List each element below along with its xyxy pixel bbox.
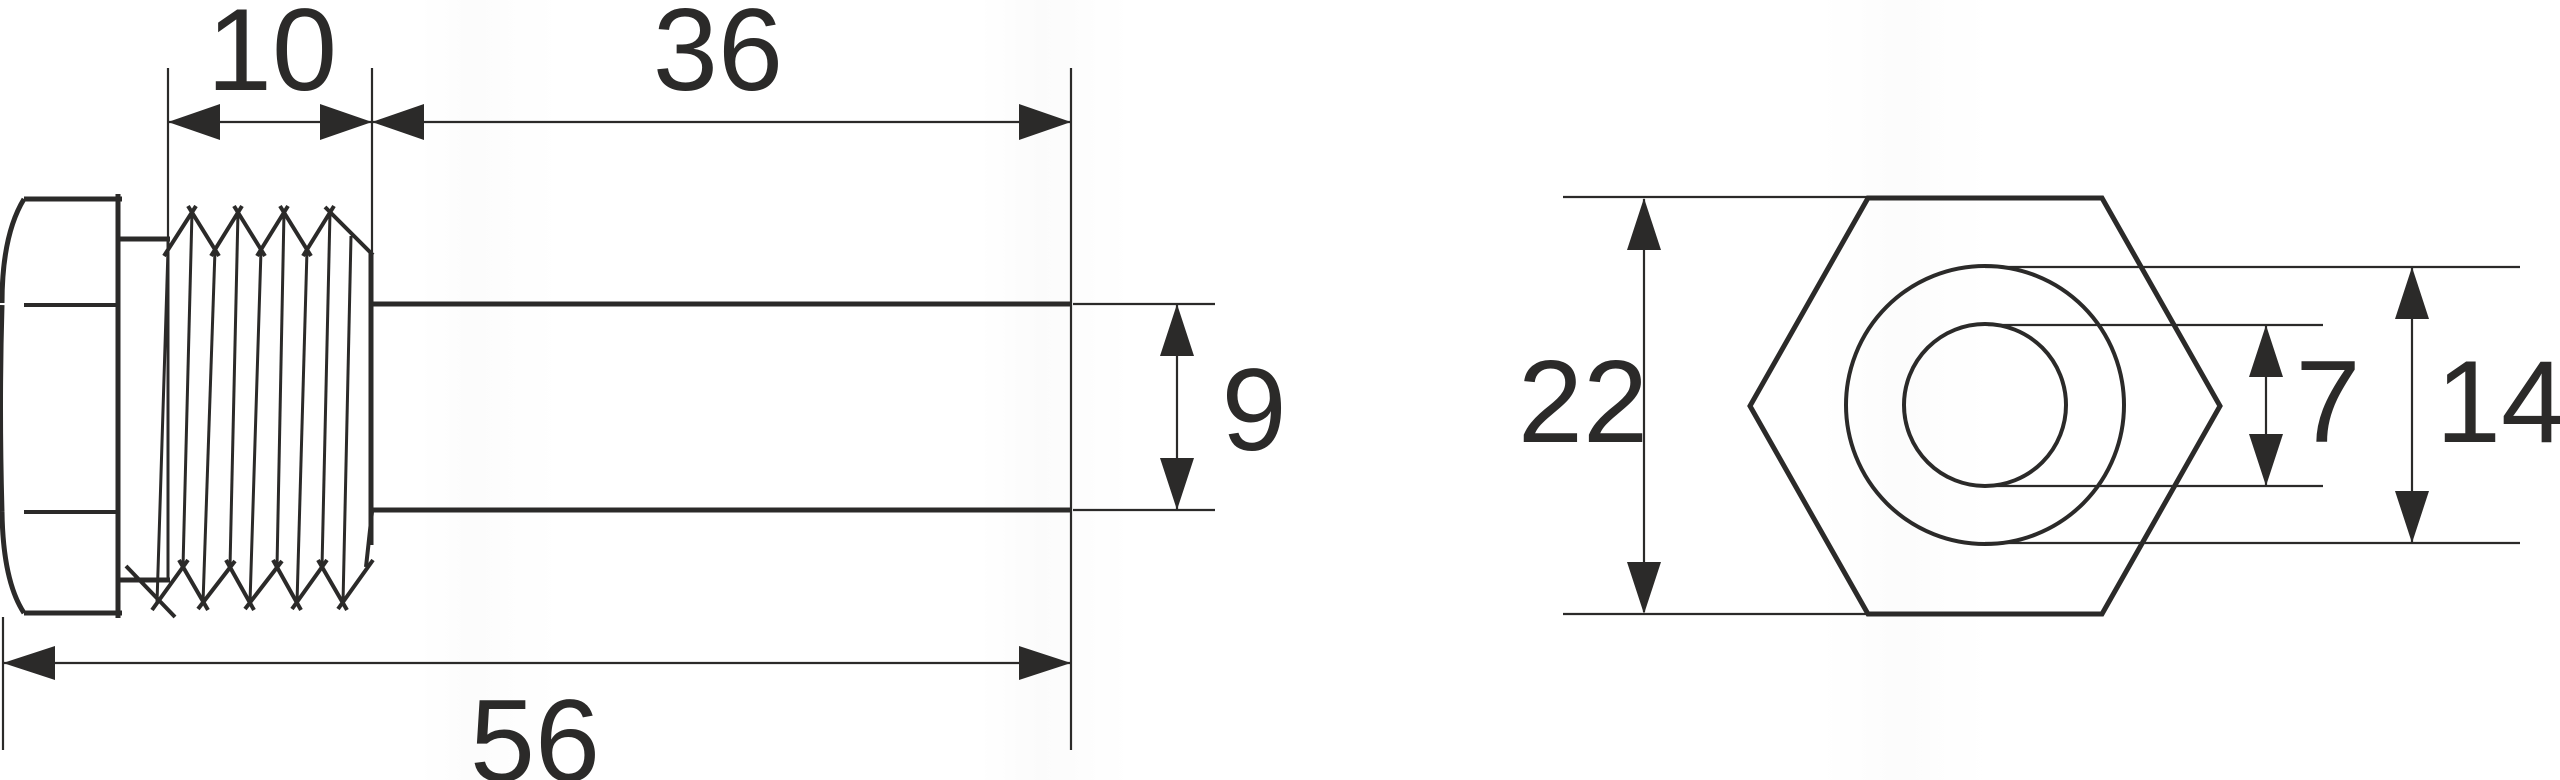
arrowhead-down xyxy=(2249,434,2283,486)
dimension-collar-diameter: 14 xyxy=(1985,265,2560,545)
dim-label-overall-length: 56 xyxy=(470,675,600,780)
thread-helix-line xyxy=(228,211,240,568)
shank xyxy=(371,301,1071,513)
thread-helix-line xyxy=(295,249,309,604)
collar-circle xyxy=(1844,264,2126,546)
bore-circle xyxy=(1902,322,2068,488)
arrowhead-left xyxy=(168,104,220,140)
arrowhead-right xyxy=(320,104,372,140)
hex-head-side xyxy=(0,194,122,618)
arrowhead-up xyxy=(2395,267,2429,319)
dimension-thread-length: 10 xyxy=(166,0,374,252)
thread-helix-line xyxy=(248,249,263,604)
head-bottom-facet-arc xyxy=(0,511,27,615)
arrowhead-up xyxy=(1160,304,1194,356)
arrowhead-down xyxy=(1160,458,1194,510)
thread-helix-line xyxy=(341,235,353,604)
hex-outline-group xyxy=(1747,195,2223,617)
dimension-bore-diameter: 7 xyxy=(1988,323,2361,488)
head-middle-facet-arc xyxy=(0,304,5,513)
dim-label-bore-diameter: 7 xyxy=(2295,336,2360,467)
thread-helix-line xyxy=(320,211,332,568)
arrowhead-down xyxy=(1627,562,1661,614)
dim-label-collar-diameter: 14 xyxy=(2436,336,2560,467)
dim-label-hex-across-flats: 22 xyxy=(1518,336,1648,467)
arrowhead-right xyxy=(1019,646,1071,680)
thread-helix-line xyxy=(201,249,217,604)
dim-label-thread-length: 10 xyxy=(207,0,337,115)
arrowhead-left xyxy=(372,104,424,140)
dimension-hex-across-flats: 22 xyxy=(1518,195,1872,616)
dim-label-shank-diameter: 9 xyxy=(1221,344,1286,475)
arrowhead-left xyxy=(3,646,55,680)
hex-outline xyxy=(1747,195,2223,617)
thread-helix-line xyxy=(181,211,194,568)
dimension-shank-length: 36 xyxy=(372,0,1073,750)
thread-helix-line xyxy=(275,211,286,568)
dimension-overall-length: 56 xyxy=(1,617,1071,780)
head-top-facet-arc xyxy=(0,197,27,304)
thread-runout-line xyxy=(124,564,177,619)
arrowhead-up xyxy=(2249,325,2283,377)
dim-label-shank-length: 36 xyxy=(653,0,783,115)
arrowhead-right xyxy=(1019,104,1071,140)
arrowhead-down xyxy=(2395,491,2429,543)
dimension-shank-diameter: 9 xyxy=(1073,302,1287,512)
arrowhead-up xyxy=(1627,198,1661,250)
side-view: 10 36 9 56 xyxy=(0,0,1287,780)
thread-section xyxy=(124,204,375,619)
thread-end-chamfer-top xyxy=(323,205,375,257)
thread-helix-line xyxy=(155,249,170,604)
end-view: 22 14 7 xyxy=(1518,195,2560,617)
